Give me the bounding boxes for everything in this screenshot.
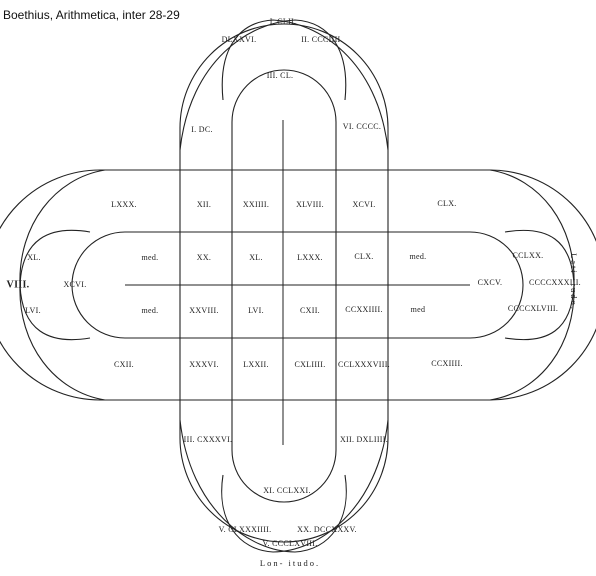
label-r3-4: CXII.: [300, 306, 320, 315]
top-arc-right: [221, 19, 389, 151]
label-r3-2: XXVIII.: [189, 306, 218, 315]
label-top-1: I. CLII.: [270, 17, 297, 26]
bottom-arc-right: [221, 419, 389, 553]
label-r2-6: med.: [410, 252, 427, 261]
label-r2-1: med.: [142, 253, 159, 262]
label-right-4: CCCCXLVIII.: [508, 304, 558, 313]
label-r3-1: med.: [142, 306, 159, 315]
label-r4-5: CCLXXXVIII.: [338, 360, 390, 369]
label-left-4: LVI.: [25, 306, 41, 315]
label-r4-4: CXLIIII.: [294, 360, 325, 369]
label-bottom-5: XX. DCCXXXV.: [297, 525, 357, 534]
label-r4-2: XXXVI.: [189, 360, 219, 369]
page-title: Boethius, Arithmetica, inter 28-29: [3, 8, 180, 22]
label-r2-3: XL.: [249, 253, 263, 262]
label-left-2: VIII.: [7, 279, 30, 290]
label-left-1: XL.: [27, 253, 41, 262]
label-r2-2: XX.: [197, 253, 211, 262]
label-latitudo: Lati- tudo.: [569, 253, 579, 311]
right-arc-lower: [489, 229, 575, 401]
label-r1-1: LXXX.: [111, 200, 137, 209]
label-top-6: VI. CCCC.: [343, 122, 382, 131]
label-r3-6: med: [411, 305, 426, 314]
top-arc-left: [179, 19, 347, 151]
label-r2-4: LXXX.: [297, 253, 323, 262]
label-r3-5: CCXXIIII.: [345, 305, 383, 314]
label-bottom-2: XII. DXLIIII.: [340, 435, 388, 444]
label-longitudo: Lon- itudo.: [260, 558, 320, 568]
label-r4-6: CCXIIII.: [431, 359, 463, 368]
label-left-3: XCVI.: [63, 280, 86, 289]
label-right-2: CXCV.: [478, 278, 503, 287]
label-r1-5: XCVI.: [352, 200, 375, 209]
label-r3-3: LVI.: [248, 306, 264, 315]
label-r1-3: XXIIII.: [243, 200, 269, 209]
inner-vertical-loop: [231, 69, 337, 503]
left-arc-lower: [19, 229, 106, 401]
label-r1-2: XII.: [197, 200, 211, 209]
label-bottom-6: V. CCCLXVIII.: [262, 539, 317, 548]
label-bottom-4: V. CLXXXIIII.: [219, 525, 272, 534]
label-right-1: CCLXX.: [513, 251, 544, 260]
label-r4-3: LXXII.: [243, 360, 269, 369]
label-top-4: III. CL.: [267, 71, 294, 80]
label-r4-1: CXII.: [114, 360, 134, 369]
label-top-2: DLXXVI.: [222, 35, 257, 44]
outer-vertical-loop: [179, 23, 389, 543]
label-r1-6: CLX.: [437, 199, 456, 208]
label-bottom-3: XI. CCLXXI.: [263, 486, 311, 495]
label-top-5: I. DC.: [191, 125, 213, 134]
label-r2-5: CLX.: [354, 252, 373, 261]
label-bottom-1: III. CXXXVI.: [184, 435, 233, 444]
label-r1-4: XLVIII.: [296, 200, 324, 209]
inner-horizontal-loop: [71, 231, 524, 339]
label-right-3: CCCCXXXIII.: [529, 278, 581, 287]
label-top-3: II. CCCIIII.: [301, 35, 343, 44]
